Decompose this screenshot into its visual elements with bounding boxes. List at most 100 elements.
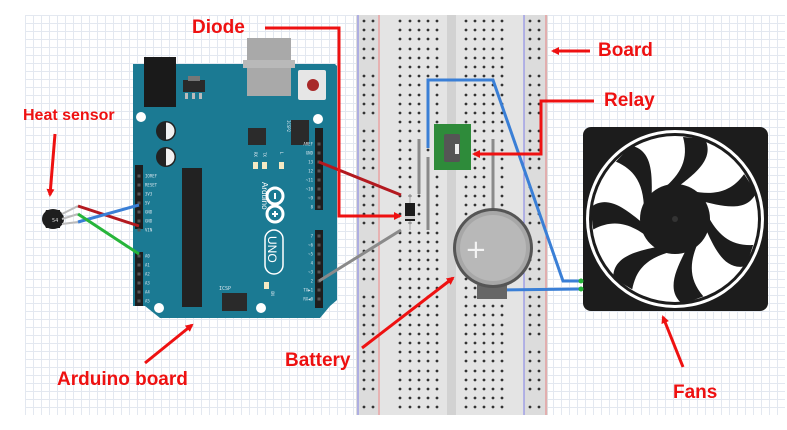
header-pin: [137, 299, 141, 303]
breadboard-hole: [417, 341, 421, 345]
breadboard-hole: [435, 28, 439, 32]
breadboard-hole: [491, 369, 495, 373]
breadboard-hole: [491, 37, 495, 41]
rail-hole: [537, 323, 541, 327]
breadboard-hole: [417, 350, 421, 354]
rail-hole: [362, 203, 366, 207]
breadboard-hole: [408, 369, 412, 373]
breadboard-hole: [417, 258, 421, 262]
header-pin: [317, 142, 321, 146]
breadboard-hole: [398, 120, 402, 124]
breadboard-hole: [482, 139, 486, 143]
breadboard-hole: [398, 295, 402, 299]
on-led: [264, 282, 269, 289]
breadboard-hole: [408, 332, 412, 336]
breadboard-hole: [398, 93, 402, 97]
rail-hole: [362, 323, 366, 327]
breadboard-hole: [417, 129, 421, 133]
rail-hole: [362, 83, 366, 87]
pin-label: AREF: [303, 142, 313, 147]
breadboard-hole: [482, 323, 486, 327]
rail-hole: [362, 157, 366, 161]
breadboard-hole: [426, 405, 430, 409]
breadboard-hole: [482, 341, 486, 345]
breadboard-hole: [426, 323, 430, 327]
breadboard-hole: [482, 350, 486, 354]
reset-button-cap[interactable]: [307, 79, 319, 91]
breadboard-hole: [408, 295, 412, 299]
breadboard-hole: [435, 74, 439, 78]
breadboard-hole: [500, 19, 504, 23]
fan-blade: [663, 137, 708, 189]
breadboard-hole: [473, 350, 477, 354]
breadboard-hole: [500, 194, 504, 198]
breadboard-hole: [482, 120, 486, 124]
arduino-logo: [265, 186, 285, 224]
wire-gray-pin2-diode: [318, 228, 402, 283]
rail-hole: [537, 221, 541, 225]
breadboard-hole: [408, 378, 412, 382]
breadboard-hole: [464, 93, 468, 97]
label-board: Board: [598, 40, 653, 61]
rail-hole: [537, 37, 541, 41]
breadboard-hole: [398, 249, 402, 253]
breadboard-hole: [426, 28, 430, 32]
rail-hole: [362, 267, 366, 271]
breadboard-hole: [408, 166, 412, 170]
breadboard-hole: [491, 313, 495, 317]
breadboard-hole: [417, 277, 421, 281]
header-pin: [137, 174, 141, 178]
header-pin: [317, 252, 321, 256]
breadboard-hole: [464, 304, 468, 308]
coin-battery: [453, 208, 533, 299]
l-label: L: [279, 152, 284, 155]
breadboard-hole: [426, 267, 430, 271]
breadboard-hole: [398, 369, 402, 373]
header-pin: [137, 281, 141, 285]
breadboard-hole: [473, 341, 477, 345]
breadboard-hole: [464, 19, 468, 23]
breadboard-hole: [408, 102, 412, 106]
rx-label: RX: [253, 152, 258, 157]
breadboard-hole: [435, 83, 439, 87]
breadboard-hole: [426, 378, 430, 382]
breadboard-hole: [408, 129, 412, 133]
breadboard-hole: [417, 387, 421, 391]
breadboard-hole: [435, 93, 439, 97]
rail-hole: [362, 258, 366, 262]
breadboard-hole: [417, 295, 421, 299]
breadboard-hole: [417, 267, 421, 271]
breadboard-hole: [435, 37, 439, 41]
rail-hole: [537, 313, 541, 317]
digital-header-high: [315, 128, 323, 210]
breadboard-hole: [473, 387, 477, 391]
breadboard-hole: [464, 378, 468, 382]
breadboard-hole: [473, 83, 477, 87]
breadboard-hole: [473, 369, 477, 373]
atmega-microcontroller: [182, 168, 202, 307]
breadboard-hole: [482, 359, 486, 363]
breadboard-hole: [464, 313, 468, 317]
rail-hole: [362, 387, 366, 391]
breadboard-hole: [426, 350, 430, 354]
rail-hole: [371, 129, 375, 133]
breadboard-hole: [482, 157, 486, 161]
mounting-hole: [313, 114, 323, 124]
breadboard-hole: [398, 332, 402, 336]
breadboard-hole: [417, 323, 421, 327]
pin-label: GND: [145, 219, 153, 224]
rail-hole: [371, 249, 375, 253]
breadboard-hole: [464, 120, 468, 124]
rail-hole: [537, 56, 541, 60]
breadboard-hole: [398, 203, 402, 207]
pin-label: IOREF: [145, 174, 158, 179]
breadboard-hole: [426, 341, 430, 345]
breadboard-hole: [417, 19, 421, 23]
header-pin: [317, 297, 321, 301]
breadboard-hole: [500, 405, 504, 409]
breadboard-hole: [500, 56, 504, 60]
breadboard-hole: [417, 93, 421, 97]
breadboard-hole: [491, 359, 495, 363]
breadboard-hole: [435, 56, 439, 60]
